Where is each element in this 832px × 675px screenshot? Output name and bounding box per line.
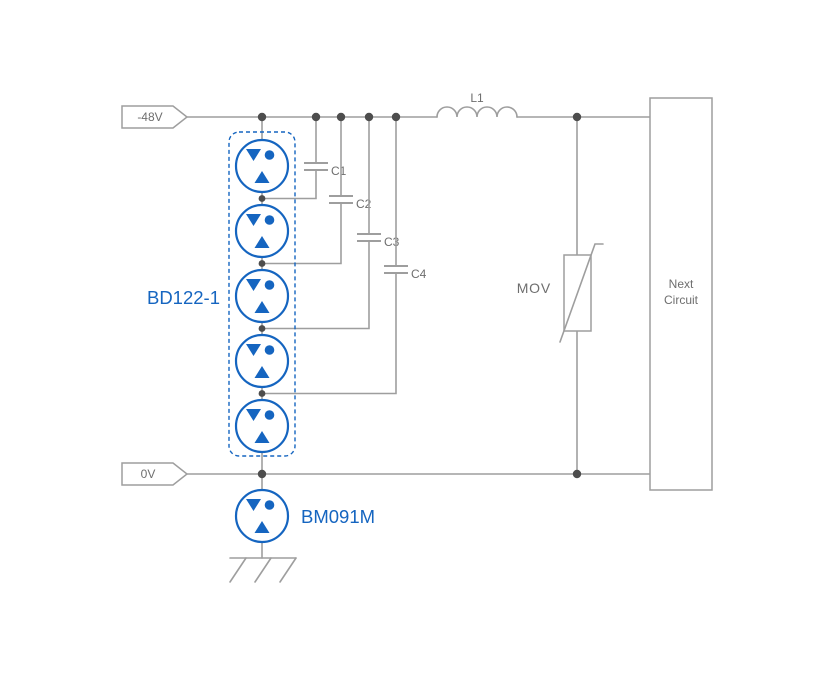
junction-dot [311, 112, 321, 122]
junction-dot [257, 469, 267, 479]
mov-label: MOV [517, 280, 551, 296]
capacitor-c1-symbol [261, 116, 328, 200]
minus48v-terminal-tag: -48V [121, 105, 189, 129]
gdt-symbol-3 [234, 268, 290, 324]
junction-dot [258, 260, 266, 267]
ground-symbol [229, 557, 297, 583]
junction-dot [364, 112, 374, 122]
bm091m-symbol [234, 488, 290, 544]
junction-dot [391, 112, 401, 122]
junction-dot [572, 112, 582, 122]
bd122-label: BD122-1 [147, 287, 220, 308]
gdt-symbol-1 [234, 138, 290, 194]
bd122-dashed-outline [228, 131, 296, 457]
gdt-symbol-2 [234, 203, 290, 259]
junction-dot [258, 325, 266, 332]
junction-dot [572, 469, 582, 479]
c3-bottom-lead [261, 240, 370, 330]
junction-dot [258, 390, 266, 397]
gdt-symbol-4 [234, 333, 290, 389]
capacitor-c2-symbol [261, 116, 353, 265]
next-circuit-box [649, 97, 713, 491]
mov-varistor-symbol [559, 243, 604, 343]
mov-diagonal-stroke [559, 243, 604, 343]
minus48v-tag-label: -48V [137, 110, 162, 124]
ground-stroke-1 [279, 557, 297, 583]
inductor-label: L1 [470, 91, 484, 105]
next-circuit-label-line1: Next [669, 277, 694, 291]
bm091m-label: BM091M [301, 506, 375, 527]
capacitor-c2-label: C2 [356, 197, 372, 211]
capacitor-c3-symbol [261, 116, 381, 330]
capacitor-c1-label: C1 [331, 164, 347, 178]
gdt-symbol-5 [234, 398, 290, 454]
junction-dots [257, 112, 582, 479]
capacitor-c4-symbol [261, 116, 408, 395]
ground-stroke-2 [254, 557, 272, 583]
zero-v-tag-label: 0V [141, 467, 156, 481]
zero-v-terminal-tag: 0V [121, 462, 189, 486]
minus48v-tag-shape [121, 105, 189, 129]
inductor-symbol [436, 106, 518, 118]
next-circuit-label-line2: Circuit [664, 293, 699, 307]
zero-v-tag-shape [121, 462, 189, 486]
c2-bottom-lead [261, 202, 342, 265]
c1-bottom-lead [261, 169, 317, 200]
c4-bottom-lead [261, 272, 397, 395]
ground-stroke-3 [229, 557, 247, 583]
capacitor-c3-label: C3 [384, 235, 400, 249]
junction-dot [257, 112, 267, 122]
capacitor-c4-label: C4 [411, 267, 427, 281]
junction-dot [336, 112, 346, 122]
junction-dot [258, 195, 266, 202]
